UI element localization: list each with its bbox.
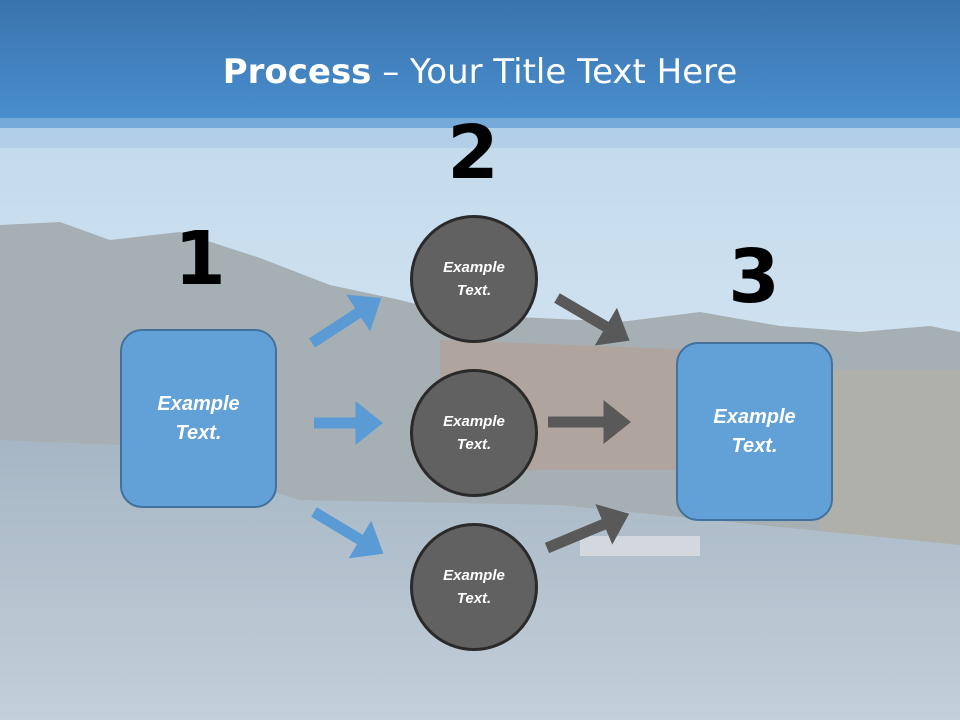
step-3-box: Example Text. (676, 342, 833, 521)
step-1-text: Example Text. (157, 392, 240, 444)
step-number-3: 3 (728, 234, 780, 320)
step-2-circle-3: Example Text. (410, 523, 538, 651)
step-2-circle-2: Example Text. (410, 369, 538, 497)
step-3-text: Example Text. (713, 405, 796, 457)
step-1-box: Example Text. (120, 329, 277, 508)
circle-1-text: Example Text. (443, 259, 505, 299)
step-2-circle-1: Example Text. (410, 215, 538, 343)
arrow-2a-to-3 (554, 293, 630, 346)
circle-2-text: Example Text. (443, 413, 505, 453)
arrow-2c-to-3 (544, 504, 630, 554)
step-number-1: 1 (174, 216, 226, 302)
arrow-1-to-2a (309, 294, 382, 348)
slide-title: Process – Your Title Text Here (0, 52, 960, 92)
step-number-2: 2 (447, 110, 499, 196)
arrow-1-to-2c (311, 507, 384, 559)
circle-3-text: Example Text. (443, 567, 505, 607)
title-bold: Process (222, 52, 372, 92)
title-rest: – Your Title Text Here (371, 52, 738, 92)
